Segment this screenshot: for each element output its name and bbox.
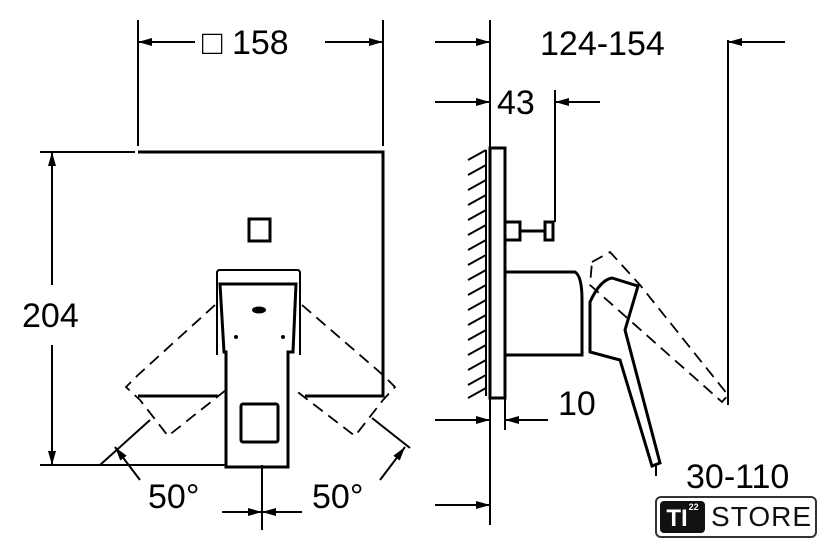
side-view: 124-154 43 10 30-110 xyxy=(435,20,789,525)
height-dimension: 204 xyxy=(22,297,79,335)
wall-hatch xyxy=(467,149,487,399)
logo-brand: TI xyxy=(666,505,688,532)
angle-left-dimension: 50° xyxy=(148,478,199,516)
logo-superscript: 22 xyxy=(688,502,699,512)
front-view: □ 158 204 50° 50° xyxy=(22,20,411,530)
width-dimension: □ 158 xyxy=(202,24,289,62)
logo-word: STORE xyxy=(711,501,812,532)
plate-dimension: 10 xyxy=(558,385,596,423)
stem-dimension: 43 xyxy=(497,84,535,122)
depth-range-dimension: 124-154 xyxy=(540,25,665,63)
projection-dimension: 30-110 xyxy=(686,458,789,496)
angle-right-dimension: 50° xyxy=(312,478,363,516)
